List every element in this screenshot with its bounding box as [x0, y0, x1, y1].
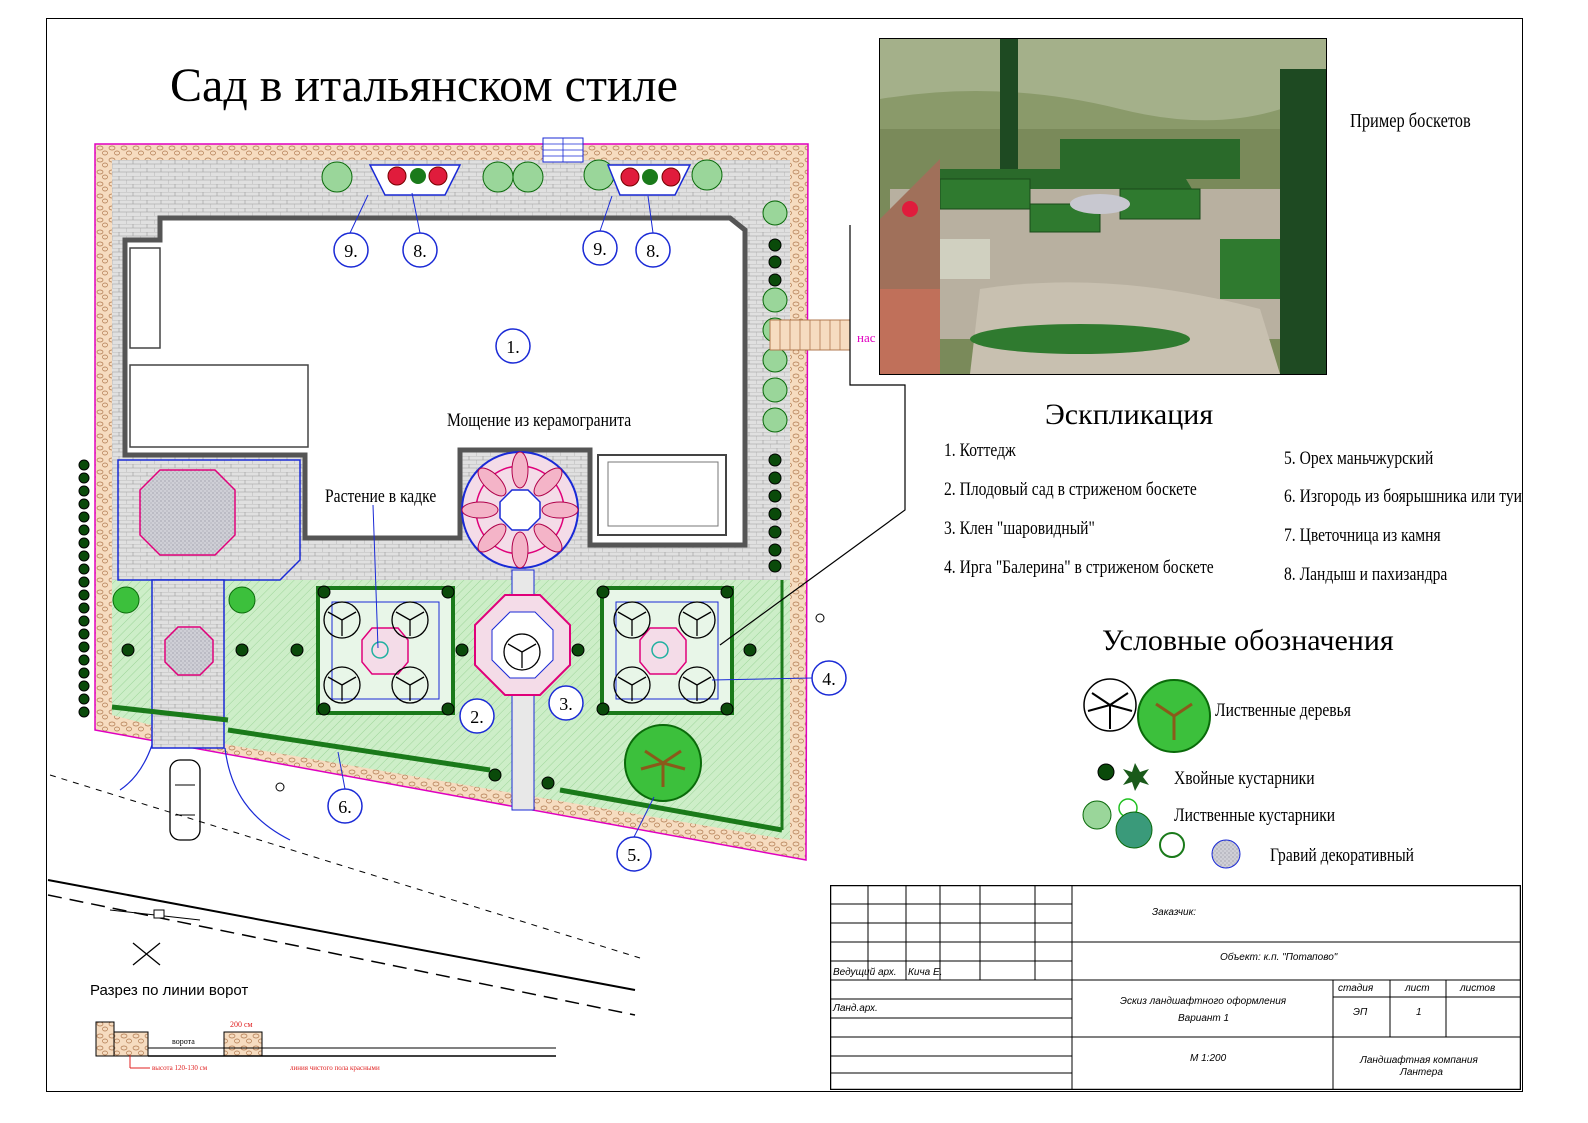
drawing-sheet — [46, 18, 1523, 1092]
legend-label-conifer-shrubs: Хвойные кустарники — [1174, 768, 1315, 789]
page-title: Сад в итальянском стиле — [170, 59, 678, 112]
marker-9b: 9. — [593, 239, 607, 259]
explication-title: Эскпликация — [1045, 398, 1214, 431]
section-title: Разрез по линии ворот — [90, 982, 249, 999]
explication-item: 8. Ландыш и пахизандра — [1284, 564, 1448, 585]
rosette — [461, 451, 579, 569]
marker-9a: 9. — [344, 241, 358, 261]
explication-item: 6. Изгородь из боярышника или туи — [1284, 486, 1522, 507]
legend-label-gravel: Гравий декоративный — [1270, 845, 1415, 866]
bosket-example-photo — [879, 38, 1327, 375]
stamp-stage: ЭП — [1353, 1007, 1368, 1018]
stamp-sheets-header: листов — [1460, 983, 1496, 994]
legend-label-deciduous-trees: Лиственные деревья — [1215, 700, 1351, 721]
car-icon — [169, 759, 201, 841]
photo-caption: Пример боскетов — [1350, 110, 1471, 132]
legend-label-deciduous-shrubs: Лиственные кустарники — [1174, 805, 1336, 826]
stamp-lead-name: Кича Е. — [908, 967, 943, 978]
marker-8a: 8. — [413, 241, 427, 261]
stamp-company: Ландшафтная компания — [1360, 1055, 1478, 1066]
plan-markers — [327, 230, 847, 872]
marker-6: 6. — [338, 797, 352, 817]
roses — [387, 166, 681, 187]
stamp-sheet-header: лист — [1405, 983, 1430, 994]
gate-label: нас — [857, 330, 876, 345]
stamp-land-arch: Ланд.арх. — [833, 1003, 878, 1014]
marker-1: 1. — [506, 337, 520, 357]
title-block: Заказчик: Объект: к.п. "Потапово" Ведущи… — [830, 885, 1521, 1090]
stamp-project: Эскиз ландшафтного оформления — [1120, 996, 1287, 1007]
explication-item: 5. Орех маньчжурский — [1284, 448, 1434, 469]
stamp-scale: М 1:200 — [1190, 1053, 1227, 1064]
stamp-sheet: 1 — [1416, 1007, 1422, 1018]
section-gate-label: ворота — [172, 1037, 195, 1046]
gate-section-drawing — [95, 1021, 556, 1069]
tub-plant-label: Растение в кадке — [325, 486, 437, 507]
stamp-stage-header: стадия — [1338, 983, 1374, 994]
stamp-customer: Заказчик: — [1152, 907, 1197, 918]
explication-item: 4. Ирга "Балерина" в стриженом боскете — [944, 557, 1214, 578]
marker-8b: 8. — [646, 241, 660, 261]
section-height: высота 120-130 см — [152, 1064, 208, 1072]
deciduous-tree-group — [323, 601, 716, 704]
legend-symbols — [1082, 678, 1241, 869]
deciduous-shrubs — [112, 159, 788, 614]
marker-3: 3. — [559, 694, 573, 714]
stamp-lead-arch: Ведущий арх. — [833, 967, 897, 978]
marker-2: 2. — [470, 707, 484, 727]
explication-item: 2. Плодовый сад в стриженом боскете — [944, 479, 1197, 500]
legend-title: Условные обозначения — [1102, 624, 1394, 657]
marker-labels: 9. 8. 9. 8. 1. 2. 3. 4. 5. 6. — [338, 239, 836, 865]
section-width: 200 см — [230, 1020, 253, 1029]
explication-item: 1. Коттедж — [944, 440, 1016, 461]
stamp-company-name: Лантера — [1400, 1067, 1443, 1078]
conifer-shrubs — [78, 238, 782, 790]
marker-4: 4. — [822, 669, 836, 689]
paving-label: Мощение из керамогранита — [447, 410, 632, 431]
stamp-variant: Вариант 1 — [1178, 1013, 1230, 1024]
stamp-object: Объект: к.п. "Потапово" — [1220, 952, 1338, 963]
explication-item: 3. Клен "шаровидный" — [944, 518, 1095, 539]
explication-item: 7. Цветочница из камня — [1284, 525, 1441, 546]
section-floor: линия чистого пола красными — [290, 1064, 380, 1072]
marker-5: 5. — [627, 845, 641, 865]
